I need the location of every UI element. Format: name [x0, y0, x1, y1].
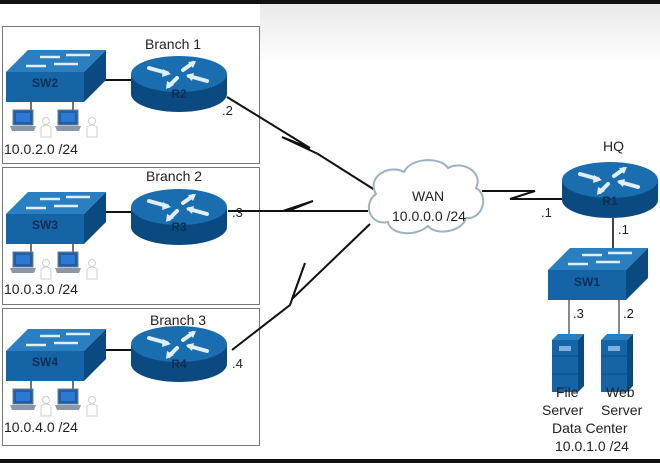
laptop-icon: [9, 251, 37, 274]
branch-1-title: Branch 1: [145, 36, 202, 52]
r1-wan-serial-link: [482, 190, 562, 200]
r3-wan-serial-link: [228, 200, 368, 212]
r4-wan-serial-link: [231, 223, 371, 351]
r4-ip-label: .4: [232, 356, 243, 371]
laptop-icon: [54, 251, 82, 274]
file-server-label-line2: Server: [542, 402, 584, 418]
web-server-label-line2: Server: [601, 402, 643, 418]
branch-3-title: Branch 3: [150, 312, 207, 328]
laptop-icon: [54, 388, 82, 411]
router-r4-icon: [129, 324, 229, 384]
branch-1-subnet: 10.0.2.0 /24: [4, 141, 78, 157]
user-icon: [86, 117, 98, 138]
user-icon: [40, 259, 52, 280]
sw4-label: SW4: [31, 355, 58, 369]
bottom-border: [0, 459, 660, 463]
r2-wan-serial-link: [226, 96, 379, 193]
sw1-label: SW1: [573, 275, 600, 289]
user-icon: [86, 259, 98, 280]
web-server-ip-label: .2: [623, 306, 634, 321]
user-icon: [40, 117, 52, 138]
r3-ip-label: .3: [232, 205, 243, 220]
file-server-label-line1: File: [556, 384, 579, 400]
wan-subnet: 10.0.0.0 /24: [392, 208, 466, 224]
r1-lan-ip-label: .1: [618, 222, 629, 237]
router-r1-icon: [560, 160, 660, 220]
user-icon: [86, 396, 98, 417]
branch-3-subnet: 10.0.4.0 /24: [4, 419, 78, 435]
file-server-ip-label: .3: [573, 306, 584, 321]
switch-sw1-icon: [546, 246, 650, 302]
router-r2-icon: [129, 54, 229, 114]
user-icon: [40, 396, 52, 417]
web-server-label-line1: Web: [606, 384, 635, 400]
r3-label: R3: [171, 220, 187, 234]
router-r3-icon: [129, 187, 229, 247]
r2-label: R2: [171, 87, 187, 101]
datacenter-subnet: 10.0.1.0 /24: [555, 438, 629, 454]
r1-wan-ip-label: .1: [541, 205, 552, 220]
branch-2-title: Branch 2: [146, 168, 203, 184]
wan-cloud-icon: [367, 159, 485, 235]
top-border: [0, 0, 660, 4]
wan-label: WAN: [412, 188, 445, 204]
r4-label: R4: [171, 357, 187, 371]
laptop-icon: [54, 109, 82, 132]
laptop-icon: [9, 388, 37, 411]
background-shade: [260, 4, 660, 64]
branch-2-subnet: 10.0.3.0 /24: [4, 281, 78, 297]
sw3-label: SW3: [31, 218, 58, 232]
laptop-icon: [9, 109, 37, 132]
hq-title: HQ: [603, 138, 624, 154]
sw2-label: SW2: [31, 76, 58, 90]
datacenter-label: Data Center: [552, 420, 628, 436]
r1-label: R1: [602, 194, 618, 208]
r2-ip-label: .2: [222, 103, 233, 118]
